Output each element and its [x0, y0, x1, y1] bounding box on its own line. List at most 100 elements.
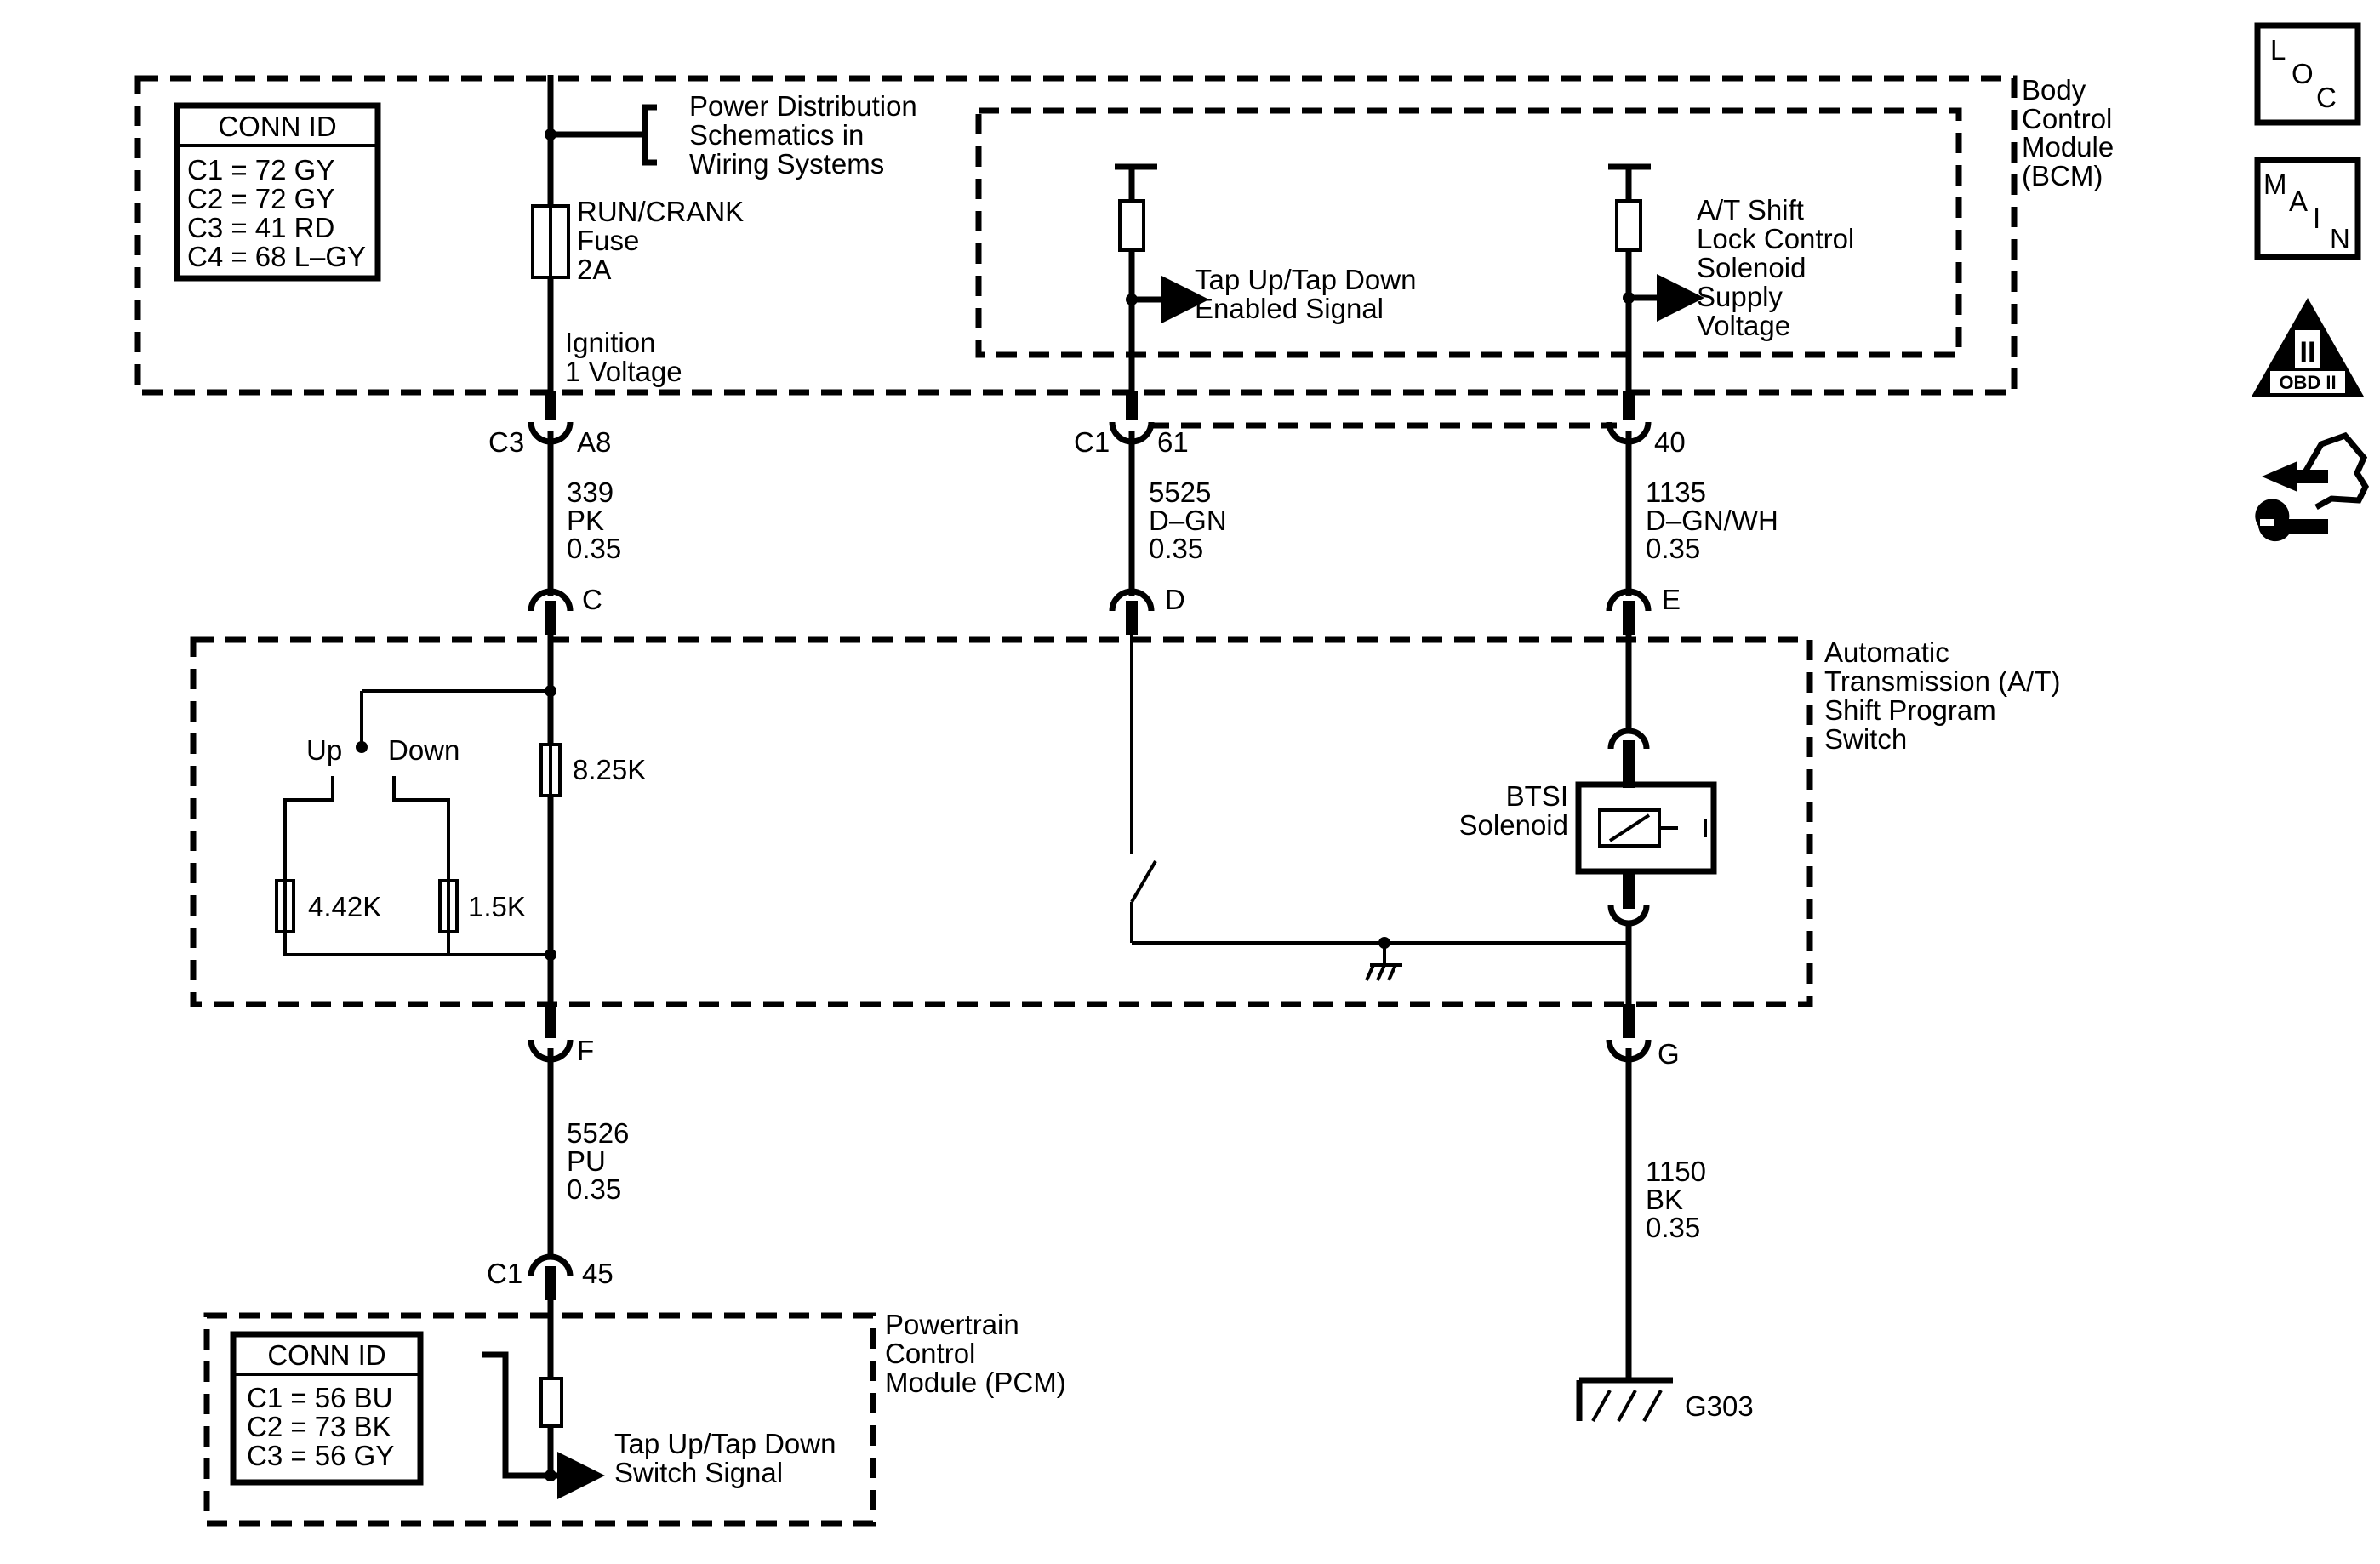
- loc-letter: O: [2292, 58, 2314, 89]
- main-nav-button[interactable]: M A I N: [2254, 157, 2361, 260]
- connector-pin-e: E: [1606, 584, 1681, 635]
- fuse-label: RUN/CRANK Fuse 2A: [577, 196, 744, 285]
- svg-text:0.35: 0.35: [1149, 533, 1203, 564]
- wire-1150-label: 1150 BK 0.35: [1646, 1156, 1706, 1243]
- svg-text:339: 339: [567, 477, 614, 508]
- pcm-signal-label: Tap Up/Tap Down Switch Signal: [614, 1428, 836, 1488]
- svg-text:0.35: 0.35: [1646, 533, 1700, 564]
- switch-boundary: [190, 636, 1813, 1007]
- switch-down-label: Down: [388, 734, 459, 766]
- power-dist-bracket: [642, 104, 657, 166]
- pcm-boundary: [203, 1312, 876, 1527]
- svg-text:Module: Module: [2022, 131, 2114, 163]
- svg-text:Body: Body: [2022, 74, 2086, 106]
- tap-switch-contact: [1130, 859, 1157, 904]
- pcm-conn-id-box: CONN ID C1 = 56 BU C2 = 73 BK C3 = 56 GY: [230, 1331, 424, 1486]
- bcm-inner-boundary: [975, 107, 1962, 358]
- svg-text:Tap Up/Tap Down: Tap Up/Tap Down: [614, 1428, 836, 1459]
- svg-text:Powertrain: Powertrain: [885, 1309, 1019, 1340]
- connector-pin-g: G: [1606, 1004, 1680, 1070]
- svg-text:Lock Control: Lock Control: [1697, 223, 1854, 254]
- btsi-solenoid: [1575, 781, 1717, 875]
- wire-339-label: 339 PK 0.35: [567, 477, 621, 564]
- connector-end-view-icon[interactable]: [2255, 431, 2370, 542]
- main-letter: A: [2289, 186, 2308, 217]
- svg-text:PU: PU: [567, 1145, 606, 1177]
- bcm-conn-id-title: CONN ID: [218, 111, 336, 142]
- switch-up-label: Up: [306, 734, 342, 766]
- svg-text:Schematics in: Schematics in: [689, 119, 864, 151]
- svg-text:A/T Shift: A/T Shift: [1697, 194, 1804, 225]
- resistor-8-25k-label: 8.25K: [573, 754, 646, 785]
- svg-text:Ignition: Ignition: [565, 327, 655, 358]
- connector-c3-label: C3: [488, 426, 524, 458]
- splice-dot: [545, 1470, 556, 1481]
- pin-45-label: 45: [582, 1258, 614, 1289]
- svg-text:Automatic: Automatic: [1824, 636, 1949, 668]
- svg-text:Control: Control: [2022, 103, 2112, 134]
- svg-text:RUN/CRANK: RUN/CRANK: [577, 196, 744, 227]
- pcm-conn-row: C1 = 56 BU: [247, 1382, 393, 1413]
- connector-pin-c: C: [528, 584, 602, 635]
- svg-text:F: F: [577, 1035, 594, 1066]
- resistor-1-5k-label: 1.5K: [468, 891, 526, 922]
- main-letter: M: [2263, 168, 2287, 200]
- up-contact: [283, 776, 334, 885]
- bcm-conn-row: C2 = 72 GY: [187, 183, 334, 214]
- bcm-conn-row: C1 = 72 GY: [187, 154, 334, 186]
- wire-1135-label: 1135 D–GN/WH 0.35: [1646, 477, 1778, 564]
- connector-c1-40: 40: [1606, 391, 1686, 458]
- svg-text:Switch: Switch: [1824, 723, 1907, 755]
- svg-text:Solenoid: Solenoid: [1459, 809, 1568, 841]
- obd-label: OBD II: [2279, 372, 2336, 393]
- svg-text:(BCM): (BCM): [2022, 160, 2103, 191]
- resistor-4-42k-label: 4.42K: [308, 891, 381, 922]
- pin-61-label: 61: [1157, 426, 1189, 458]
- pcm-conn-id-title: CONN ID: [267, 1339, 385, 1371]
- svg-text:BTSI: BTSI: [1506, 780, 1568, 812]
- connector-pin-d: D: [1109, 584, 1185, 635]
- tap-enabled-label: Tap Up/Tap Down Enabled Signal: [1195, 264, 1416, 324]
- svg-text:Tap Up/Tap Down: Tap Up/Tap Down: [1195, 264, 1416, 295]
- main-letter: N: [2330, 223, 2350, 254]
- svg-text:5525: 5525: [1149, 477, 1211, 508]
- switch-name: Automatic Transmission (A/T) Shift Progr…: [1824, 636, 2060, 755]
- svg-text:E: E: [1662, 584, 1681, 615]
- svg-text:5526: 5526: [567, 1117, 629, 1149]
- loc-nav-button[interactable]: L O C: [2254, 22, 2361, 126]
- svg-text:Fuse: Fuse: [577, 225, 639, 256]
- bcm-name: Body Control Module (BCM): [2022, 74, 2114, 191]
- btsi-label: BTSI Solenoid: [1459, 780, 1568, 841]
- bcm-boundary: [134, 75, 2018, 396]
- svg-text:Enabled Signal: Enabled Signal: [1195, 293, 1384, 324]
- svg-text:Wiring Systems: Wiring Systems: [689, 148, 884, 180]
- svg-text:D–GN/WH: D–GN/WH: [1646, 505, 1778, 536]
- svg-text:0.35: 0.35: [567, 1173, 621, 1205]
- wire-5526-label: 5526 PU 0.35: [567, 1117, 629, 1205]
- svg-text:Solenoid: Solenoid: [1697, 252, 1806, 283]
- svg-text:1135: 1135: [1646, 477, 1706, 508]
- svg-text:1150: 1150: [1646, 1156, 1706, 1187]
- svg-text:Switch Signal: Switch Signal: [614, 1457, 783, 1488]
- connector-pcm-c1-45: C1 45: [487, 1253, 614, 1300]
- svg-text:C: C: [582, 584, 602, 615]
- pcm-name: Powertrain Control Module (PCM): [885, 1309, 1066, 1398]
- ground-g303-label: G303: [1685, 1390, 1754, 1422]
- svg-text:Control: Control: [885, 1338, 975, 1369]
- pcm-conn-row: C2 = 73 BK: [247, 1411, 391, 1442]
- svg-text:1 Voltage: 1 Voltage: [565, 356, 682, 387]
- tap-enabled-resistor: [1118, 199, 1145, 252]
- obd-ii-icon[interactable]: II OBD II: [2252, 298, 2364, 397]
- loc-letter: L: [2270, 34, 2286, 66]
- svg-text:Transmission (A/T): Transmission (A/T): [1824, 665, 2060, 697]
- obd-numeral: II: [2300, 336, 2316, 368]
- svg-text:Shift Program: Shift Program: [1824, 694, 1996, 726]
- connector-c3-a8: C3 A8: [488, 391, 611, 458]
- pcm-conn-row: C3 = 56 GY: [247, 1440, 394, 1471]
- svg-text:PK: PK: [567, 505, 604, 536]
- ground-g303-symbol: [1576, 1377, 1673, 1422]
- bcm-conn-row: C3 = 41 RD: [187, 212, 334, 243]
- svg-text:Module (PCM): Module (PCM): [885, 1367, 1066, 1398]
- pin-a8-label: A8: [577, 426, 611, 458]
- svg-text:Supply: Supply: [1697, 281, 1783, 312]
